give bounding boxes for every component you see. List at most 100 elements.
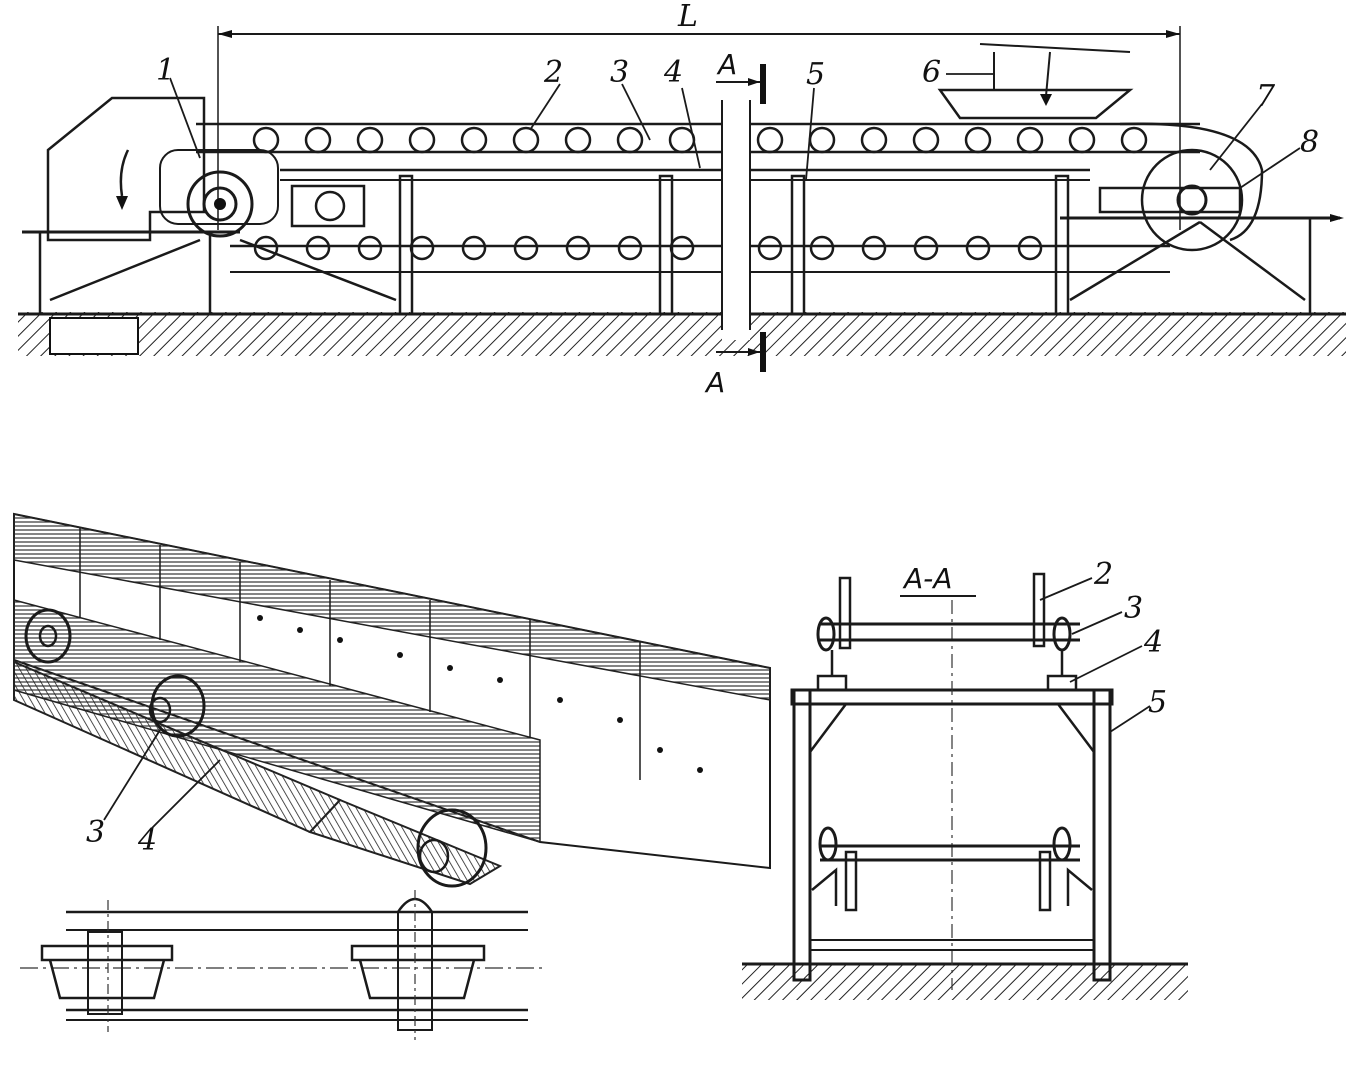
section-bar-bottom bbox=[760, 332, 766, 372]
right-brace-2 bbox=[1199, 220, 1306, 302]
roller bbox=[409, 235, 435, 261]
perspective-view: 3 4 bbox=[13, 512, 771, 888]
support-post bbox=[398, 174, 414, 316]
lower-roller-right bbox=[1052, 826, 1072, 862]
leader-2 bbox=[529, 83, 561, 131]
dimension-arrow-right bbox=[1166, 30, 1180, 38]
upper-rail-left bbox=[816, 674, 848, 692]
roller bbox=[1068, 126, 1096, 154]
lower-apron-right bbox=[1038, 850, 1052, 912]
frame-gusset-left bbox=[809, 703, 847, 753]
apron-side-left bbox=[838, 576, 852, 650]
upper-roller-left bbox=[816, 616, 836, 652]
callout-3-section: 3 bbox=[1124, 591, 1143, 626]
support-post bbox=[658, 174, 674, 316]
roller-hub bbox=[148, 696, 172, 724]
leader-3 bbox=[621, 83, 651, 141]
callout-7: 7 bbox=[1256, 79, 1276, 114]
roller bbox=[757, 235, 783, 261]
roller-flange bbox=[350, 944, 486, 962]
roller bbox=[617, 235, 643, 261]
callout-1: 1 bbox=[156, 53, 175, 88]
frame-bottom-beam bbox=[809, 939, 1095, 951]
callout-4-perspective: 4 bbox=[137, 823, 157, 858]
rotation-arrowhead bbox=[116, 196, 128, 210]
chain-detail bbox=[20, 890, 546, 1040]
leader-4 bbox=[681, 87, 701, 169]
apron-front-wall bbox=[13, 599, 541, 843]
label-length: L bbox=[677, 0, 698, 34]
callout-4: 4 bbox=[663, 55, 683, 90]
section-title: A-A bbox=[902, 562, 952, 595]
drive-sprocket bbox=[186, 170, 254, 238]
left-brace bbox=[49, 238, 201, 302]
roller bbox=[357, 235, 383, 261]
apron-back-wall bbox=[13, 513, 771, 701]
roller bbox=[809, 235, 835, 261]
callout-3: 3 bbox=[610, 55, 629, 90]
roller bbox=[1016, 126, 1044, 154]
leader-7 bbox=[1209, 103, 1263, 171]
left-brace-2 bbox=[239, 238, 397, 302]
roller bbox=[565, 235, 591, 261]
roller bbox=[756, 126, 784, 154]
roller-hub bbox=[38, 624, 58, 648]
tail-sprocket-hub bbox=[1176, 184, 1208, 216]
leader-8 bbox=[1239, 147, 1301, 189]
apron-side-right bbox=[1032, 572, 1046, 648]
roller bbox=[668, 126, 696, 154]
ground-hatch bbox=[18, 312, 1346, 356]
roller bbox=[564, 126, 592, 154]
callout-2: 2 bbox=[543, 55, 563, 90]
lower-bracket-left bbox=[811, 867, 838, 906]
roller bbox=[1120, 126, 1148, 154]
leader-4-perspective bbox=[151, 759, 221, 829]
section-ground-hatch bbox=[742, 964, 1188, 1000]
section-arrowhead-bottom bbox=[748, 348, 760, 356]
roller bbox=[460, 126, 488, 154]
rotation-arrow bbox=[119, 149, 130, 197]
hopper-feed-line bbox=[979, 43, 1131, 53]
roller bbox=[513, 235, 539, 261]
callout-5-section: 5 bbox=[1148, 685, 1167, 720]
tail-guard bbox=[1119, 122, 1264, 242]
roller bbox=[305, 235, 331, 261]
lower-bracket-right bbox=[1066, 867, 1093, 906]
roller bbox=[965, 235, 991, 261]
right-end-arrow bbox=[1330, 214, 1344, 222]
frame-leg-right bbox=[1092, 688, 1112, 982]
roller bbox=[408, 126, 436, 154]
perspective-rollers bbox=[24, 608, 488, 888]
roller bbox=[1017, 235, 1043, 261]
leader-2-section bbox=[1039, 577, 1093, 601]
foundation-pit bbox=[49, 317, 139, 355]
callout-6: 6 bbox=[922, 55, 941, 90]
track-rail-end bbox=[308, 798, 503, 886]
roller-hub bbox=[418, 838, 450, 874]
roller bbox=[461, 235, 487, 261]
hopper-flow-arrow bbox=[1045, 51, 1051, 97]
roller bbox=[253, 235, 279, 261]
callout-8: 8 bbox=[1300, 125, 1319, 160]
callout-5: 5 bbox=[806, 57, 825, 92]
frame-gusset-right bbox=[1057, 703, 1095, 753]
roller-body bbox=[48, 959, 166, 1000]
roller bbox=[912, 126, 940, 154]
roller bbox=[304, 126, 332, 154]
roller bbox=[616, 126, 644, 154]
support-post bbox=[1054, 174, 1070, 316]
roller bbox=[860, 126, 888, 154]
label-section-top: A bbox=[716, 48, 737, 81]
leader-3-perspective bbox=[103, 729, 161, 821]
upper-rail-right bbox=[1046, 674, 1078, 692]
dimension-arrow-left bbox=[218, 30, 232, 38]
roller bbox=[964, 126, 992, 154]
leader-4-section bbox=[1069, 645, 1143, 683]
leader-3-section bbox=[1071, 611, 1123, 635]
roller-wheel bbox=[150, 674, 206, 738]
leader-5-section bbox=[1109, 705, 1151, 733]
roller bbox=[861, 235, 887, 261]
roller bbox=[252, 126, 280, 154]
drive-sprocket-hub bbox=[202, 186, 238, 222]
drive-reducer-housing bbox=[159, 149, 279, 225]
